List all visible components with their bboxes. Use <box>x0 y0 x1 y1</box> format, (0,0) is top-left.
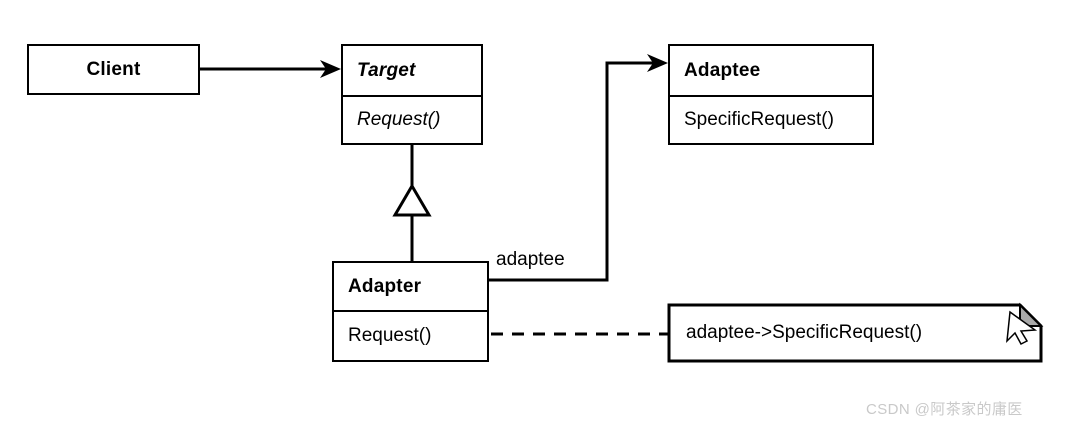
note-text: adaptee->SpecificRequest() <box>686 322 923 343</box>
adapter-operations-compartment: Request() <box>334 310 487 360</box>
target-class-name: Target <box>357 59 416 81</box>
connector-adapter-to-adaptee <box>489 54 668 282</box>
connector-client-to-target <box>200 60 341 78</box>
association-role-label-adaptee: adaptee <box>496 249 565 270</box>
adapter-name-compartment: Adapter <box>334 263 487 310</box>
connector-adapter-to-target <box>392 145 432 261</box>
adaptee-operation-specific-request: SpecificRequest() <box>684 109 834 130</box>
class-box-adaptee[interactable]: Adaptee SpecificRequest() <box>668 44 874 145</box>
note-cursor-icon <box>1006 310 1038 345</box>
note-box[interactable]: adaptee->SpecificRequest() <box>668 304 1042 362</box>
adapter-class-name: Adapter <box>348 275 422 297</box>
class-box-target[interactable]: Target Request() <box>341 44 483 145</box>
client-target-arrowhead-icon <box>320 60 341 78</box>
note-body <box>667 303 1043 363</box>
class-box-client[interactable]: Client <box>27 44 200 95</box>
target-operation-request: Request() <box>357 109 441 130</box>
generalization-hollow-triangle-icon <box>392 183 432 217</box>
class-box-adapter[interactable]: Adapter Request() <box>332 261 489 362</box>
adaptee-class-name: Adaptee <box>684 59 761 81</box>
target-name-compartment: Target <box>343 46 481 95</box>
watermark-text: CSDN @阿茶家的庸医 <box>866 401 1023 418</box>
client-class-name: Client <box>86 58 141 80</box>
adaptee-name-compartment: Adaptee <box>670 46 872 95</box>
client-name-compartment: Client <box>29 46 198 93</box>
adapter-adaptee-line <box>489 61 655 282</box>
adaptee-operations-compartment: SpecificRequest() <box>670 95 872 143</box>
target-operations-compartment: Request() <box>343 95 481 143</box>
adapter-operation-request: Request() <box>348 325 432 346</box>
adapter-adaptee-arrowhead-icon <box>647 54 668 72</box>
note-shape <box>667 302 1044 363</box>
